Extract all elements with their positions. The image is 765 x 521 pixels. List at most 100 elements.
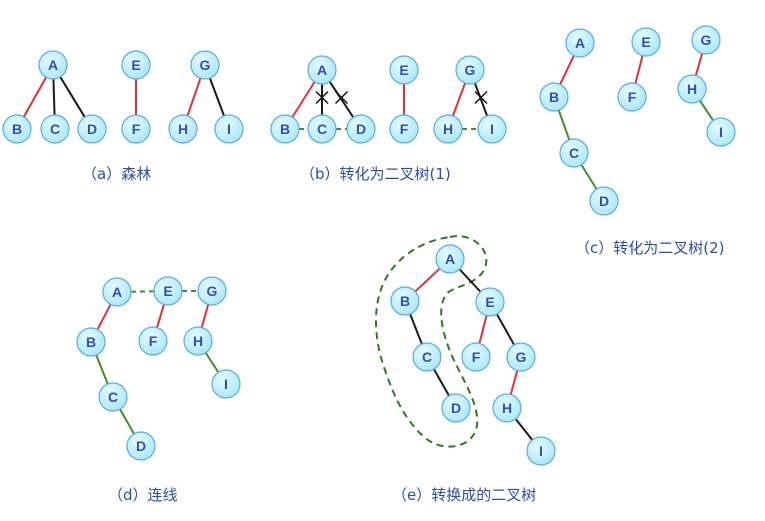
node-F-panel-e: F <box>461 342 491 372</box>
node-D-panel-b: D <box>346 114 376 144</box>
node-label: H <box>178 121 188 137</box>
caption-d: （d）连线 <box>108 486 178 504</box>
edge-H-I-panel-d <box>204 352 220 373</box>
node-label: E <box>399 62 408 78</box>
node-label: F <box>628 89 637 105</box>
node-label: I <box>539 443 543 459</box>
node-label: D <box>136 438 146 454</box>
node-label: C <box>50 121 60 137</box>
node-D-panel-a: D <box>77 114 107 144</box>
cross-layer <box>315 90 488 105</box>
node-label: F <box>149 333 158 349</box>
node-label: G <box>207 283 218 299</box>
node-label: D <box>356 121 366 137</box>
node-label: G <box>701 32 712 48</box>
node-label: B <box>549 89 559 105</box>
node-H-panel-b: H <box>433 114 463 144</box>
edge-A-E-panel-e <box>458 268 482 293</box>
node-H-panel-d: H <box>183 326 213 356</box>
node-I-panel-a: I <box>214 114 244 144</box>
edge-A-B-panel-c <box>559 55 575 85</box>
edge-B-C-panel-d <box>95 354 109 385</box>
edge-A-B-panel-e <box>414 267 441 293</box>
node-I-panel-c: I <box>706 117 736 147</box>
node-H-panel-c: H <box>677 74 707 104</box>
node-H-panel-a: H <box>168 114 198 144</box>
node-C-panel-a: C <box>40 114 70 144</box>
node-label: D <box>87 121 97 137</box>
edge-E-G-panel-e <box>496 313 515 346</box>
node-A-panel-e: A <box>435 244 465 274</box>
edge-E-F-panel-d <box>156 304 165 328</box>
edge-G-H-panel-b <box>451 82 467 117</box>
node-D-panel-c: D <box>589 186 619 216</box>
edge-layer <box>22 53 715 441</box>
node-A-panel-c: A <box>565 28 595 58</box>
edge-A-B-panel-b <box>291 81 316 118</box>
edge-E-F-panel-e <box>478 315 488 344</box>
edge-G-H-panel-e <box>509 370 519 395</box>
node-B-panel-e: B <box>390 286 420 316</box>
node-label: C <box>108 389 118 405</box>
node-label: I <box>227 121 231 137</box>
edge-A-B-panel-a <box>22 76 48 118</box>
caption-a: （a）森林 <box>82 165 151 183</box>
edge-G-I-panel-b <box>473 82 489 117</box>
caption-b: （b）转化为二叉树(1) <box>300 165 451 183</box>
outline-layer <box>375 235 488 448</box>
node-E-panel-e: E <box>475 287 505 317</box>
caption-c: （c）转化为二叉树(2) <box>575 239 725 257</box>
node-C-panel-d: C <box>98 382 128 412</box>
node-label: F <box>132 121 141 137</box>
node-label: B <box>86 334 96 350</box>
node-label: B <box>280 121 290 137</box>
node-G-panel-a: G <box>190 50 220 80</box>
edge-E-F-panel-c <box>634 55 644 84</box>
edge-G-H-panel-c <box>694 53 704 76</box>
node-label: E <box>163 283 172 299</box>
edge-B-C-panel-c <box>557 109 571 141</box>
edge-C-D-panel-e <box>433 368 450 397</box>
node-I-panel-e: I <box>526 436 556 466</box>
node-B-panel-d: B <box>76 327 106 357</box>
node-F-panel-c: F <box>617 82 647 112</box>
edge-G-H-panel-d <box>200 304 210 328</box>
node-label: H <box>502 400 512 416</box>
node-E-panel-d: E <box>153 276 183 306</box>
node-D-panel-d: D <box>126 431 156 461</box>
node-label: B <box>400 293 410 309</box>
node-label: A <box>445 251 455 267</box>
edge-G-H-panel-a <box>186 77 202 117</box>
node-label: A <box>317 62 327 78</box>
node-B-panel-a: B <box>2 114 32 144</box>
edge-B-C-panel-e <box>409 313 423 345</box>
node-label: I <box>719 124 723 140</box>
node-F-panel-a: F <box>121 114 151 144</box>
node-label: A <box>48 57 58 73</box>
node-G-panel-c: G <box>691 25 721 55</box>
node-A-panel-b: A <box>307 55 337 85</box>
node-label: E <box>131 57 140 73</box>
node-G-panel-d: G <box>197 276 227 306</box>
node-label: I <box>224 376 228 392</box>
cross-mark-A-D <box>334 90 349 105</box>
edge-G-I-panel-a <box>208 77 226 117</box>
node-C-panel-b: C <box>307 114 337 144</box>
node-label: C <box>422 349 432 365</box>
node-I-panel-d: I <box>211 369 241 399</box>
cross-mark-A-C <box>315 90 329 105</box>
cross-mark-G-I <box>474 90 488 105</box>
edge-C-D-panel-d <box>119 408 135 435</box>
edge-A-D-panel-a <box>59 76 86 118</box>
edge-A-C-panel-a <box>52 78 56 116</box>
node-E-panel-b: E <box>389 55 419 85</box>
node-label: E <box>641 34 650 50</box>
edge-H-I-panel-e <box>514 418 534 441</box>
dashed-subtree-outline <box>375 235 488 448</box>
node-label: E <box>485 294 494 310</box>
node-A-panel-d: A <box>102 277 132 307</box>
node-H-panel-e: H <box>492 393 522 423</box>
